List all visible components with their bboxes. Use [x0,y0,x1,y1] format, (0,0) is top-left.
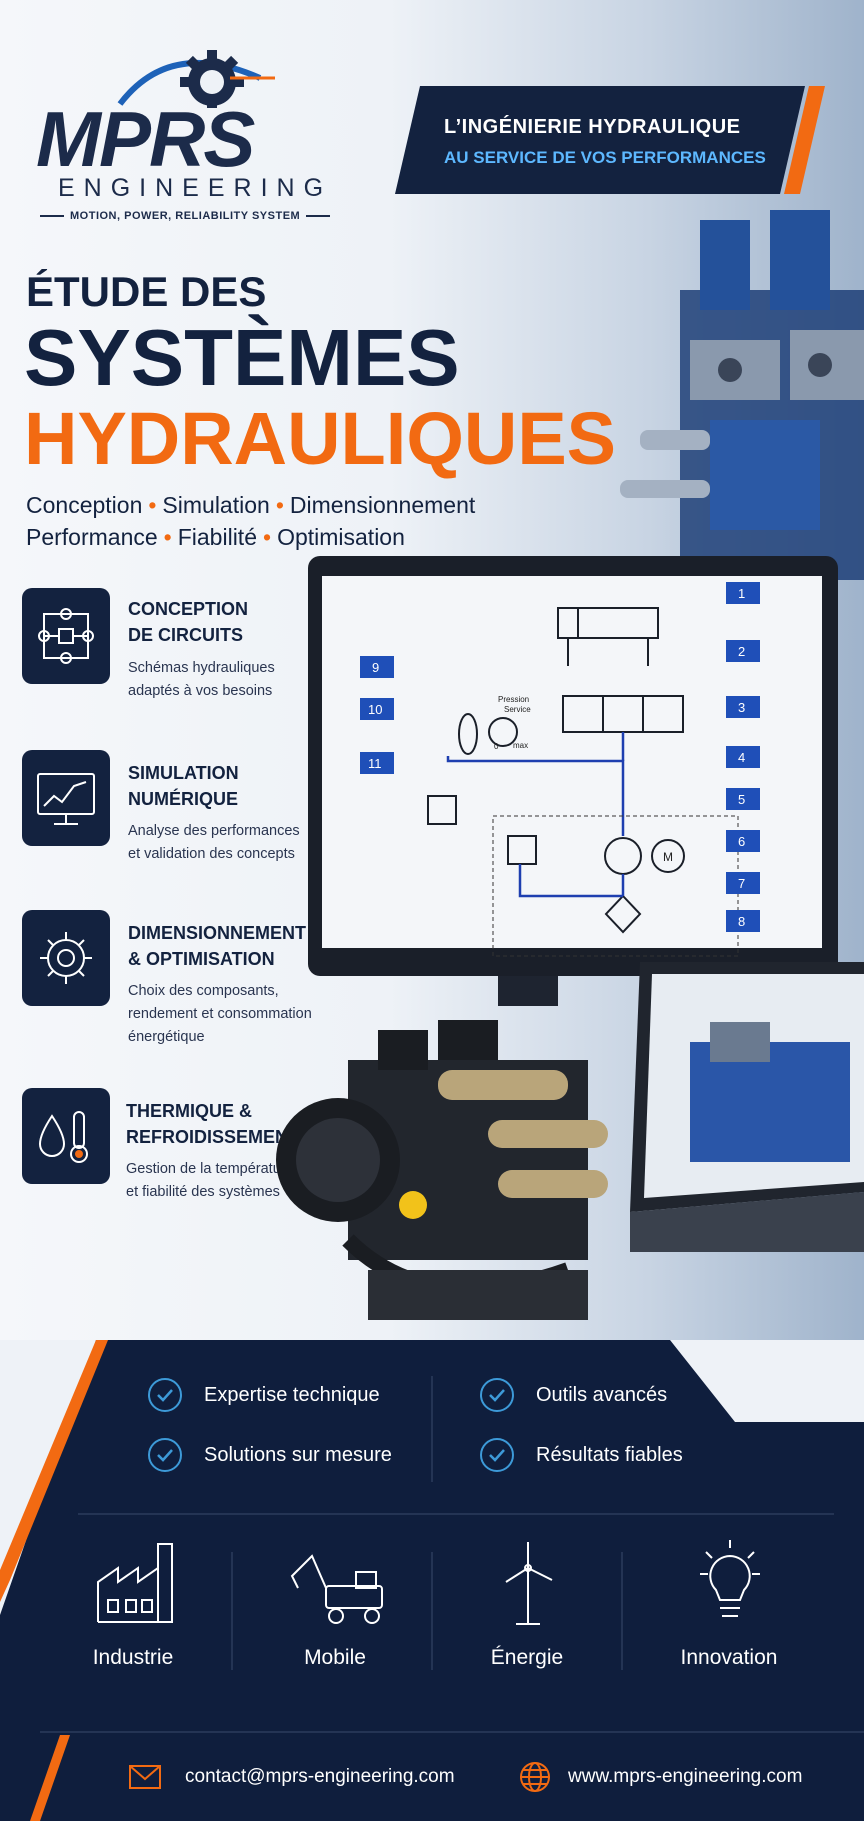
gear-arc-logo-icon [117,50,275,108]
feature-desc-line: Schémas hydrauliques [128,660,275,676]
keyword: Fiabilité [177,524,257,550]
callout-6: 6 [738,834,745,849]
callout-11: 11 [368,756,382,771]
keyword: Simulation [162,492,270,518]
logo-wordmark: MPRS [36,95,255,183]
feature-title: THERMIQUE & REFROIDISSEMENT [126,1098,299,1150]
feature-desc-line: énergétique [128,1029,205,1045]
laptop-image [630,962,864,1252]
feature-card-circuit [22,588,110,684]
hydraulic-block-image [276,1020,608,1320]
callout-9: 9 [372,660,379,675]
gauge-label: Pression [498,695,529,704]
feature-title-line: SIMULATION [128,763,239,783]
benefit-item: Solutions sur mesure [204,1444,392,1466]
wind-turbine-icon [505,1542,553,1625]
headline-line-1: ÉTUDE DES [26,268,267,315]
keyword: Dimensionnement [289,492,476,518]
callout-5: 5 [738,792,745,807]
feature-title: CONCEPTION DE CIRCUITS [128,596,248,648]
check-icon [148,1378,182,1412]
gauge-max: max [513,741,528,750]
email-icon [129,1765,161,1789]
feature-title-line: NUMÉRIQUE [128,789,239,809]
feature-title: SIMULATION NUMÉRIQUE [128,760,239,812]
callout-2: 2 [738,644,745,659]
logo-tagline: MOTION, POWER, RELIABILITY SYSTEM [34,210,336,222]
gauge-zero: 0 [494,742,499,751]
sector-label: Mobile [304,1646,366,1669]
hydraulic-unit-image [620,210,864,580]
feature-card-sizing [22,910,110,1006]
bottom-panel-bg [0,1340,864,1821]
feature-title: DIMENSIONNEMENT & OPTIMISATION [128,920,306,972]
website-link[interactable]: www.mprs-engineering.com [568,1766,803,1787]
feature-description: Gestion de la température et fiabilité d… [126,1158,294,1204]
check-icon [148,1438,182,1472]
feature-desc-line: et validation des concepts [128,846,295,862]
check-icon [480,1438,514,1472]
gauge-label: Service [504,705,531,714]
monitor-schematic: Pression Service 0 max M 1 2 3 4 5 6 7 8… [308,556,838,1006]
feature-desc-line: Analyse des performances [128,823,300,839]
benefit-item: Expertise technique [204,1384,380,1406]
slogan-banner-bg [395,86,825,194]
feature-title-line: CONCEPTION [128,599,249,619]
keywords-row-2: Performance•Fiabilité•Optimisation [26,524,405,551]
bullet-dot: • [148,492,157,518]
bullet-dot: • [163,524,172,550]
globe-icon [520,1762,550,1792]
feature-title-line: THERMIQUE & [126,1101,252,1121]
keyword: Performance [26,524,158,550]
benefit-item: Outils avancés [536,1384,668,1406]
email-link[interactable]: contact@mprs-engineering.com [185,1766,455,1787]
circuit-icon [38,608,94,664]
logo-subtitle: ENGINEERING [58,174,333,202]
callout-7: 7 [738,876,745,891]
callout-4: 4 [738,750,745,765]
monitor-chart-icon [37,773,95,825]
feature-title-line: REFROIDISSEMENT [126,1127,300,1147]
drop-thermometer-icon [38,1111,88,1163]
keyword: Conception [26,492,143,518]
feature-desc-line: rendement et consommation [128,1006,312,1022]
bullet-dot: • [275,492,284,518]
sector-label: Industrie [92,1646,174,1669]
callout-1: 1 [738,586,745,601]
motor-label: M [663,850,673,864]
factory-icon [97,1543,173,1623]
feature-card-simulation [22,750,110,846]
keywords-row-1: Conception•Simulation•Dimensionnement [26,492,475,519]
feature-desc-line: Choix des composants, [128,983,279,999]
check-icon [480,1378,514,1412]
lightbulb-icon [700,1540,760,1617]
sector-label: Énergie [490,1646,564,1669]
slogan-line-1: L’INGÉNIERIE HYDRAULIQUE [444,116,741,138]
gear-icon [40,932,92,984]
callout-3: 3 [738,700,745,715]
feature-desc-line: Gestion de la température [126,1161,294,1177]
feature-title-line: DE CIRCUITS [128,625,244,645]
feature-description: Analyse des performances et validation d… [128,820,300,866]
feature-title-line: DIMENSIONNEMENT [128,923,307,943]
callout-10: 10 [368,702,382,717]
feature-description: Schémas hydrauliques adaptés à vos besoi… [128,657,275,703]
headline-line-3: HYDRAULIQUES [24,397,617,480]
feature-desc-line: adaptés à vos besoins [128,683,273,699]
bullet-dot: • [263,524,272,550]
feature-title-line: & OPTIMISATION [128,949,275,969]
slogan-line-2: AU SERVICE DE VOS PERFORMANCES [444,148,766,167]
feature-description: Choix des composants, rendement et conso… [128,980,312,1049]
sector-label: Innovation [680,1646,778,1669]
feature-desc-line: et fiabilité des systèmes [126,1184,280,1200]
callout-8: 8 [738,914,745,929]
excavator-icon [290,1554,383,1624]
headline-line-2: SYSTÈMES [24,313,460,402]
keyword: Optimisation [277,524,405,550]
benefit-item: Résultats fiables [536,1444,683,1466]
feature-card-thermal [22,1088,110,1184]
